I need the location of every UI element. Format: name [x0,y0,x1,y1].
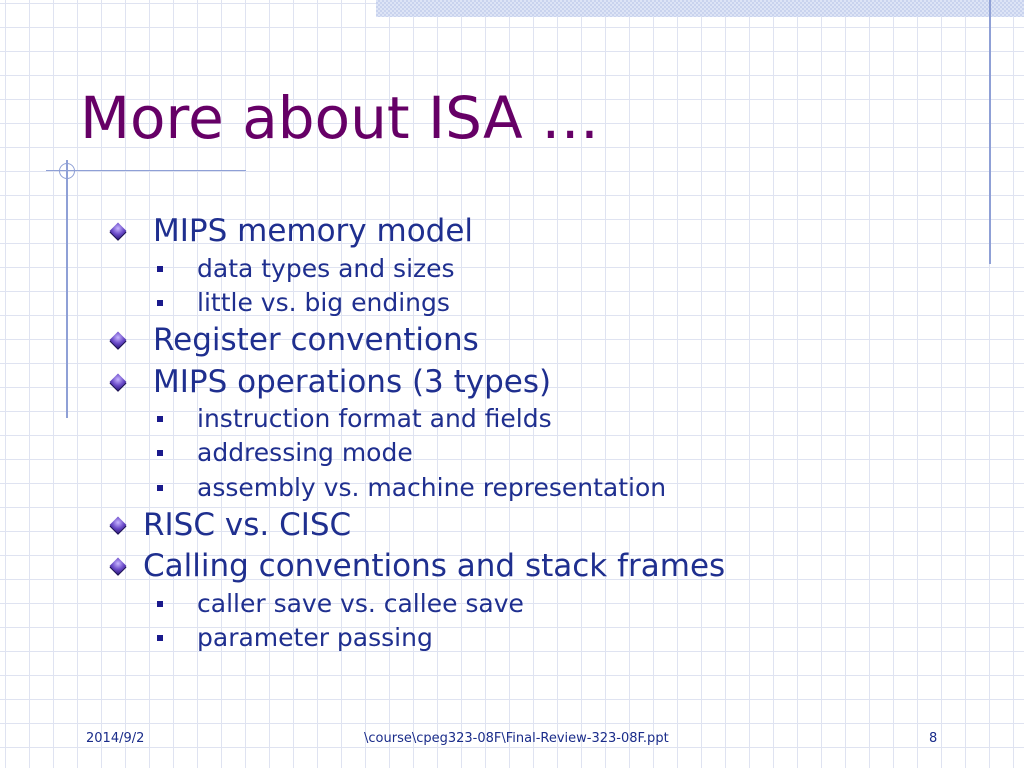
decor-vertical-line-right [989,0,991,264]
square-bullet-icon [157,484,163,491]
square-bullet-icon [157,634,163,641]
bullet-text: Register conventions [153,322,479,358]
sub-bullet-1-2: little vs. big endings [157,288,450,317]
diamond-bullet-icon [105,557,131,575]
sub-bullet-3-2: addressing mode [157,438,413,467]
sub-bullet-text: parameter passing [197,623,433,652]
sub-bullet-text: caller save vs. callee save [197,589,524,618]
bullet-item-2: Register conventions [105,322,479,358]
diamond-bullet-icon [105,516,131,534]
slide-title: More about ISA … [80,84,600,152]
sub-bullet-text: assembly vs. machine representation [197,473,667,502]
diamond-bullet-icon [105,373,131,391]
sub-bullet-3-3: assembly vs. machine representation [157,473,666,502]
decor-corner-circle [59,163,75,179]
footer-page-number: 8 [929,731,938,746]
square-bullet-icon [157,415,163,422]
bullet-item-4: RISC vs. CISC [105,507,351,543]
sub-bullet-3-1: instruction format and fields [157,404,552,433]
bullet-text: MIPS memory model [153,213,474,249]
square-bullet-icon [157,299,163,306]
square-bullet-icon [157,600,163,607]
square-bullet-icon [157,449,163,456]
sub-bullet-text: little vs. big endings [197,288,450,317]
bullet-text: RISC vs. CISC [143,507,352,543]
sub-bullet-5-2: parameter passing [157,623,433,652]
decor-title-underline [46,170,246,171]
diamond-bullet-icon [105,331,131,349]
footer-file-path: \course\cpeg323-08F\Final-Review-323-08F… [364,731,669,746]
footer-date: 2014/9/2 [86,731,145,746]
sub-bullet-text: instruction format and fields [197,404,552,433]
bullet-text: Calling conventions and stack frames [143,548,726,584]
sub-bullet-5-1: caller save vs. callee save [157,589,524,618]
sub-bullet-1-1: data types and sizes [157,254,455,283]
sub-bullet-text: addressing mode [197,438,413,467]
header-decoration-band [376,0,1024,17]
decor-vertical-line-left [66,160,68,418]
bullet-item-3: MIPS operations (3 types) [105,364,551,400]
bullet-item-1: MIPS memory model [105,213,473,249]
square-bullet-icon [157,265,163,272]
sub-bullet-text: data types and sizes [197,254,455,283]
bullet-text: MIPS operations (3 types) [153,364,552,400]
bullet-item-5: Calling conventions and stack frames [105,548,725,584]
diamond-bullet-icon [105,222,131,240]
